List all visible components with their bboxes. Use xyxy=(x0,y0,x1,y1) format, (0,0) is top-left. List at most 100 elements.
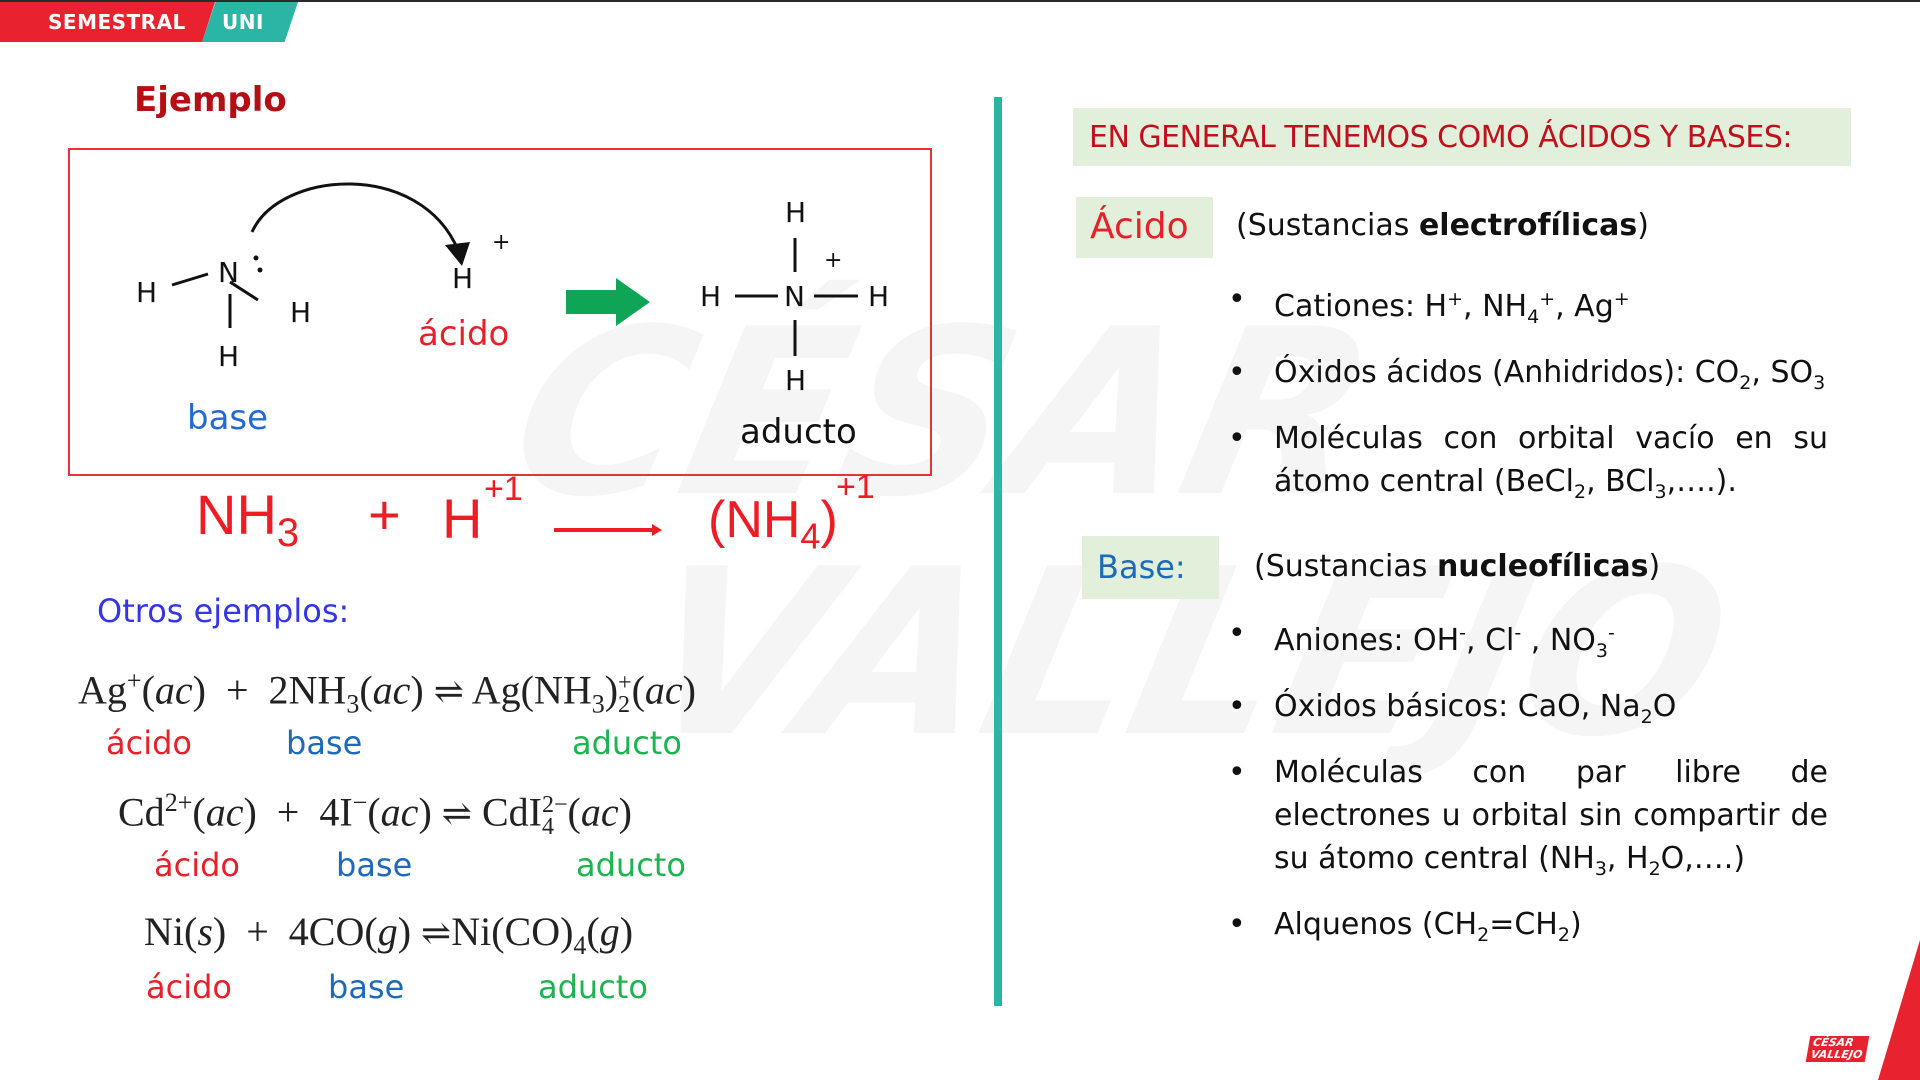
charge: - xyxy=(1459,622,1467,644)
subscript: 2 xyxy=(1573,481,1587,503)
text: , Cl xyxy=(1466,623,1515,658)
base-item-alkenes: Alquenos (CH2=CH2) xyxy=(1228,903,1828,957)
banner-uni-label: UNI xyxy=(222,10,264,34)
label-aducto: aducto xyxy=(740,412,857,452)
r3-plus: + xyxy=(246,909,269,954)
column-divider xyxy=(994,97,1002,1006)
r1-state2: ac xyxy=(372,667,411,713)
hw-nh3-sub: 3 xyxy=(276,511,300,556)
example-title: Ejemplo xyxy=(134,80,287,120)
r1-reactant2: 2NH xyxy=(268,667,347,713)
r1-product-charge: + xyxy=(618,670,632,697)
r3-label-base: base xyxy=(328,968,405,1006)
text: , H xyxy=(1606,841,1649,876)
banner-semestral-label: SEMESTRAL xyxy=(48,10,186,34)
r2-product-sub: 4 xyxy=(541,814,554,841)
top-border-line xyxy=(0,0,1920,2)
acid-description: (Sustancias electrofílicas) xyxy=(1236,208,1649,243)
text: , SO xyxy=(1751,355,1814,390)
atom-h-left-product: H xyxy=(700,280,722,313)
r2-state1: ac xyxy=(205,789,244,835)
base-desc-post: ) xyxy=(1648,549,1661,584)
r1-reactant1: Ag xyxy=(78,667,127,713)
r2-reactant2: 4I xyxy=(319,789,353,835)
charge-plus-product: + xyxy=(824,248,843,273)
hw-product-close: ) xyxy=(820,491,838,549)
acid-desc-bold: electrofílicas xyxy=(1418,208,1638,243)
subscript: 3 xyxy=(1654,481,1667,503)
subscript: 2 xyxy=(1477,924,1490,946)
r2-product: CdI xyxy=(481,789,542,835)
r2-reactant1-charge: 2+ xyxy=(164,788,193,817)
atom-h-left: H xyxy=(136,276,158,309)
text: Cationes: H xyxy=(1274,289,1448,324)
text: , NH xyxy=(1463,289,1528,324)
acid-desc-pre: (Sustancias xyxy=(1236,208,1419,243)
r3-state2: g xyxy=(377,909,398,954)
reaction-1: Ag+(ac) + 2NH3(ac) ⇌ Ag(NH3)+2(ac) xyxy=(78,666,696,719)
subscript: 3 xyxy=(1594,858,1607,880)
acid-item-oxides: Óxidos ácidos (Anhidridos): CO2, SO3 xyxy=(1228,351,1828,405)
r2-plus: + xyxy=(276,789,300,835)
text: Moléculas con orbital vacío en su átomo … xyxy=(1274,421,1828,499)
subscript: 2 xyxy=(1648,858,1661,880)
text: , NO xyxy=(1521,623,1596,658)
atom-h-bottom-product: H xyxy=(785,364,807,397)
text: , BCl xyxy=(1586,464,1655,499)
base-item-oxides: Óxidos básicos: CaO, Na2O xyxy=(1228,685,1828,739)
acid-item-molecules: Moléculas con orbital vacío en su átomo … xyxy=(1228,417,1828,514)
charge: + xyxy=(1539,288,1556,310)
hw-product: (NH4) xyxy=(708,490,838,557)
acid-list: Cationes: H+, NH4+, Ag+ Óxidos ácidos (A… xyxy=(1228,278,1828,526)
example-diagram-box xyxy=(68,148,932,476)
r2-product-charge: 2− xyxy=(541,792,568,819)
charge-plus-acid: + xyxy=(492,230,511,255)
atom-h-right-product: H xyxy=(868,280,890,313)
base-tag-label: Base: xyxy=(1097,548,1186,586)
text: =CH xyxy=(1489,907,1558,942)
r2-reactant1: Cd xyxy=(118,789,165,835)
r1-label-acid: ácido xyxy=(106,724,192,762)
atom-h-acid: H xyxy=(452,262,474,295)
r3-reactant2: 4CO xyxy=(288,909,365,954)
r3-state3: g xyxy=(599,909,620,954)
base-list: Aniones: OH-, Cl- , NO3- Óxidos básicos:… xyxy=(1228,612,1828,969)
r2-label-acid: ácido xyxy=(154,846,240,884)
r1-product-sub1: 3 xyxy=(591,689,605,719)
text: Alquenos (CH xyxy=(1274,907,1478,942)
label-acido: ácido xyxy=(418,314,510,354)
r2-label-adduct: aducto xyxy=(576,846,686,884)
subscript: 4 xyxy=(1527,306,1540,328)
atom-n-base: N xyxy=(218,256,239,289)
label-base: base xyxy=(187,398,269,438)
text: Moléculas con par libre de electrones u … xyxy=(1274,755,1828,876)
curved-arrow-icon xyxy=(250,182,460,251)
hw-plus: + xyxy=(368,483,401,546)
r3-product-sub: 4 xyxy=(573,931,587,960)
general-heading-band: EN GENERAL TENEMOS COMO ÁCIDOS Y BASES: xyxy=(1073,108,1851,166)
r1-state1: ac xyxy=(154,667,193,713)
base-item-molecules: Moléculas con par libre de electrones u … xyxy=(1228,751,1828,891)
subscript: 2 xyxy=(1640,706,1653,728)
hw-nh3: NH xyxy=(196,483,277,546)
atom-h-bottom: H xyxy=(218,340,240,373)
base-desc-pre: (Sustancias xyxy=(1254,549,1437,584)
atom-n-product: N xyxy=(784,280,805,313)
r1-label-adduct: aducto xyxy=(572,724,682,762)
charge: + xyxy=(1447,288,1464,310)
r3-reactant1: Ni xyxy=(144,909,184,954)
text: Óxidos ácidos (Anhidridos): CO xyxy=(1274,355,1740,390)
equilibrium-arrow-icon: ⇌ xyxy=(421,913,452,953)
reaction-arrow-icon xyxy=(566,278,650,326)
text: O xyxy=(1652,689,1677,724)
r1-product: Ag(NH xyxy=(471,667,592,713)
r3-state1: s xyxy=(197,909,213,954)
r1-state3: ac xyxy=(644,667,683,713)
r2-label-base: base xyxy=(336,846,413,884)
equilibrium-arrow-icon: ⇌ xyxy=(441,793,472,834)
r1-product-sub2: 2 xyxy=(618,692,631,719)
text: ,….). xyxy=(1666,464,1737,499)
handwritten-equation: NH3 xyxy=(196,482,299,556)
hw-product-main: (NH xyxy=(708,491,801,549)
r1-product-close: ) xyxy=(604,667,619,713)
